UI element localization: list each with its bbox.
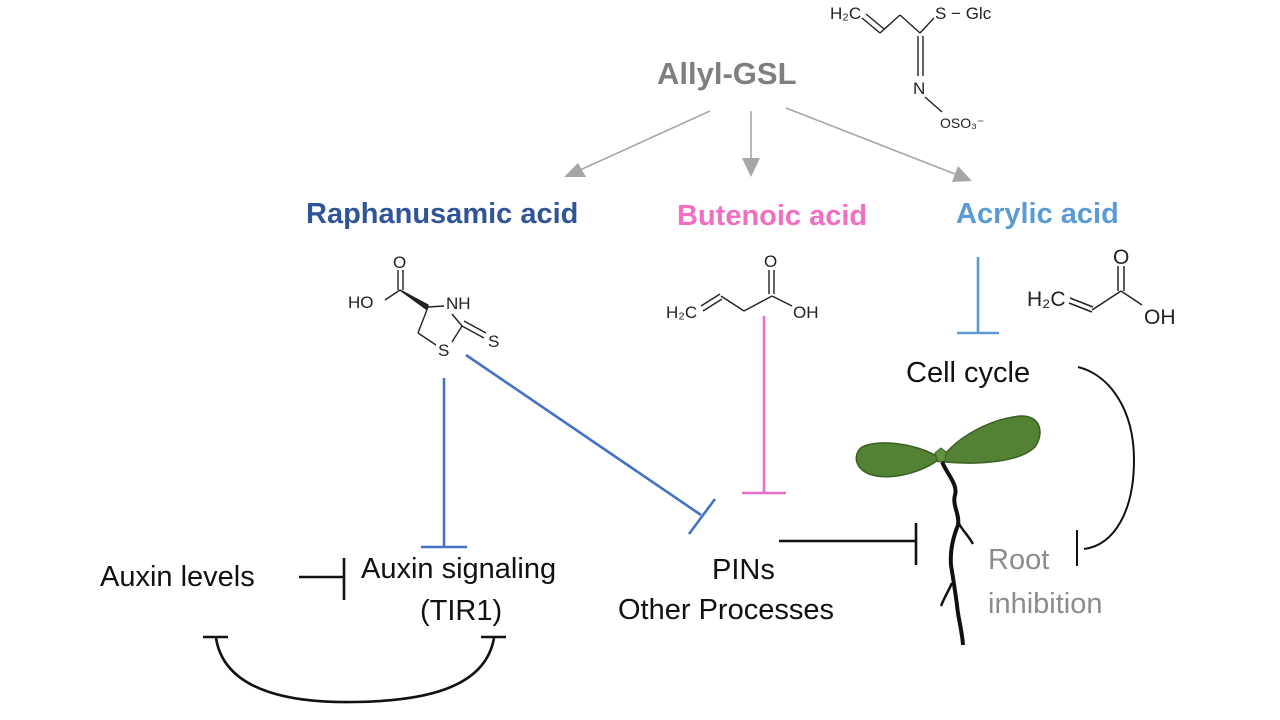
acrylic-acid-label: Acrylic acid	[956, 198, 1119, 230]
allyl-gsl-s-glc: S − Glc	[935, 4, 992, 23]
root	[940, 461, 965, 646]
raphanusamic-nh: NH	[446, 294, 471, 313]
cotyledon-left	[855, 442, 939, 478]
auxin-feedback-loop	[203, 635, 506, 704]
pins-label: PINs	[712, 554, 775, 586]
raphanusamic-structure	[384, 270, 487, 346]
inhibit-butenoic-to-pins	[742, 316, 786, 495]
acrylic-o: O	[1113, 246, 1129, 269]
inhibit-cell-cycle-to-root	[1076, 366, 1136, 566]
butenoic-h2c: H₂C	[666, 303, 697, 322]
arrow-to-raphanusamic	[579, 110, 711, 171]
raphanusamic-s-ring: S	[438, 341, 449, 360]
lateral-root-2	[939, 582, 954, 607]
acrylic-h2c: H₂C	[1027, 288, 1065, 311]
inhibit-auxin-levels-to-signaling	[299, 558, 346, 600]
allyl-gsl-oso3: OSO₃⁻	[940, 115, 984, 131]
raphanusamic-o: O	[393, 253, 406, 272]
arrow-to-acrylic	[785, 107, 956, 175]
allyl-gsl-label: Allyl-GSL	[657, 56, 797, 91]
butenoic-acid-label: Butenoic acid	[677, 200, 868, 232]
allyl-gsl-h2c: H₂C	[830, 4, 861, 23]
allyl-gsl-structure	[861, 13, 943, 113]
butenoic-o: O	[764, 252, 777, 271]
inhibit-raphanusamic-to-pins	[465, 353, 717, 535]
inhibit-acrylic-to-cell-cycle	[957, 257, 999, 335]
arrowhead-acrylic	[952, 166, 972, 182]
auxin-signaling-label: Auxin signaling	[361, 553, 557, 585]
root-label: Root	[988, 544, 1050, 576]
lateral-root-1	[956, 521, 975, 545]
shoot-apex	[934, 447, 947, 463]
acrylic-structure	[1068, 266, 1143, 313]
raphanusamic-ho: HO	[348, 293, 374, 312]
auxin-levels-label: Auxin levels	[100, 561, 255, 593]
arrowhead-butenoic	[742, 158, 760, 177]
other-processes-label: Other Processes	[618, 594, 834, 626]
inhibit-pins-to-root	[779, 523, 918, 565]
butenoic-oh: OH	[793, 303, 819, 322]
butenoic-structure	[700, 270, 793, 312]
cell-cycle-label: Cell cycle	[906, 357, 1031, 389]
raphanusamic-acid-label: Raphanusamic acid	[306, 198, 579, 230]
seedling-illustration	[855, 415, 1041, 646]
arrowhead-raphanusamic	[564, 163, 586, 177]
cotyledon-right	[941, 415, 1041, 464]
acrylic-oh: OH	[1144, 306, 1176, 329]
allyl-gsl-n: N	[913, 79, 925, 98]
tir1-label: (TIR1)	[420, 595, 503, 627]
raphanusamic-s-thione: S	[488, 332, 499, 351]
inhibit-raphanusamic-to-auxin-signaling	[421, 378, 467, 549]
inhibition-label: inhibition	[988, 588, 1103, 620]
conversion-arrows	[564, 107, 972, 182]
